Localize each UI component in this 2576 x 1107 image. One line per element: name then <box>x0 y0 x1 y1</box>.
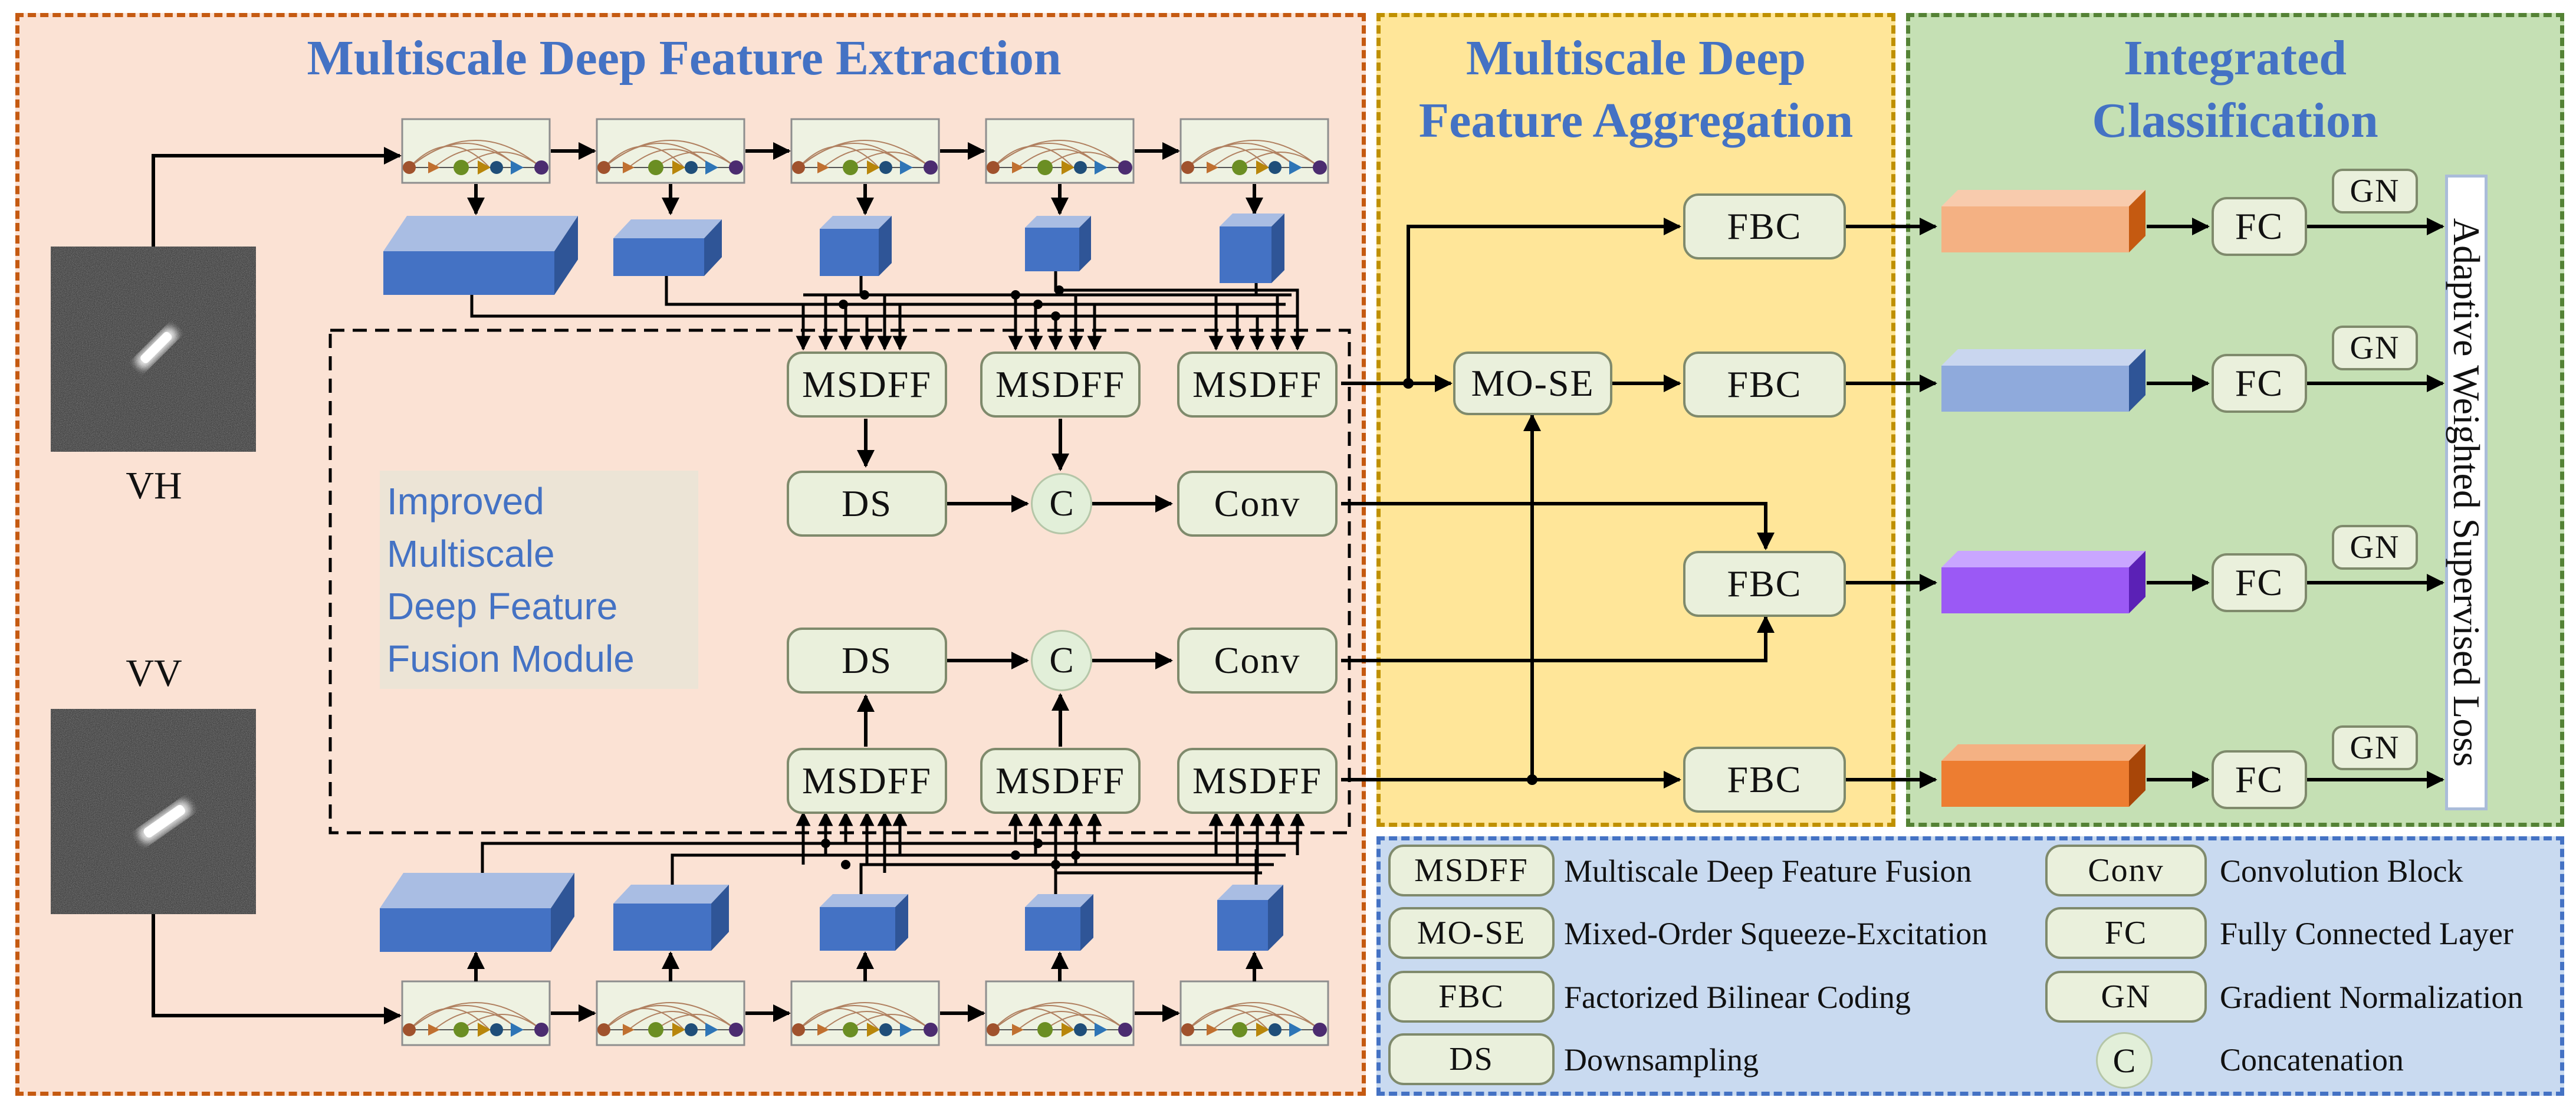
backbone-block-vh-5 <box>1179 118 1329 184</box>
mose-block: MO-SE <box>1453 352 1612 415</box>
fusion-module-label-line3: Deep Feature <box>387 585 618 628</box>
legend-abbr-conv: Conv <box>2045 845 2207 896</box>
legend-abbr-ds: DS <box>1388 1033 1555 1085</box>
concat-node-top: C <box>1031 473 1092 534</box>
branch-bar-2 <box>1941 349 2145 412</box>
fc-block-4: FC <box>2212 750 2307 809</box>
msdff-block-top-2: MSDFF <box>980 352 1141 418</box>
fusion-module-label-line1: Improved <box>387 480 544 523</box>
legend-desc-mose: Mixed-Order Squeeze-Excitation <box>1564 916 1988 951</box>
adaptive-loss-box: Adaptive Weighted Supervised Loss <box>2445 175 2488 810</box>
legend-abbr-mose: MO-SE <box>1388 907 1555 959</box>
feature-cubes-vv <box>380 873 1283 952</box>
legend-desc-fc: Fully Connected Layer <box>2220 916 2513 951</box>
branch-bar-4 <box>1941 744 2145 807</box>
backbone-block-vv-4 <box>985 980 1135 1046</box>
msdff-block-bottom-1: MSDFF <box>787 748 947 814</box>
legend-desc-concat: Concatenation <box>2220 1042 2404 1078</box>
fbc-block-4: FBC <box>1683 747 1846 813</box>
fusion-module-border <box>328 329 1351 835</box>
conv-block-top: Conv <box>1177 471 1338 537</box>
legend-abbr-fc: FC <box>2045 907 2207 959</box>
legend-abbr-fbc: FBC <box>1388 971 1555 1023</box>
gn-tag-2: GN <box>2332 326 2418 370</box>
extraction-title: Multiscale Deep Feature Extraction <box>307 31 1062 86</box>
msdff-block-top-3: MSDFF <box>1177 352 1338 418</box>
vh-sar-image <box>51 247 256 452</box>
fbc-block-3: FBC <box>1683 551 1846 617</box>
backbone-block-vh-2 <box>596 118 745 184</box>
gn-tag-1: GN <box>2332 169 2418 213</box>
backbone-block-vv-1 <box>401 980 551 1046</box>
legend-desc-ds: Downsampling <box>1564 1042 1759 1078</box>
feature-cubes-vh <box>383 213 1284 295</box>
legend-abbr-msdff: MSDFF <box>1388 845 1555 896</box>
vh-label: VH <box>126 464 182 507</box>
vv-label: VV <box>126 652 182 695</box>
aggregation-title-line2: Feature Aggregation <box>1418 93 1854 148</box>
gn-tag-4: GN <box>2332 725 2418 770</box>
msdff-block-bottom-2: MSDFF <box>980 748 1141 814</box>
fbc-block-1: FBC <box>1683 193 1846 259</box>
fusion-module-label-line2: Multiscale <box>387 533 555 575</box>
ds-block-bottom: DS <box>787 628 947 694</box>
legend-desc-fbc: Factorized Bilinear Coding <box>1564 980 1911 1015</box>
msdff-block-bottom-3: MSDFF <box>1177 748 1338 814</box>
fc-block-1: FC <box>2212 197 2307 256</box>
backbone-block-vh-4 <box>985 118 1135 184</box>
backbone-block-vh-3 <box>790 118 940 184</box>
gn-tag-3: GN <box>2332 525 2418 570</box>
conv-block-bottom: Conv <box>1177 628 1338 694</box>
classification-title-line2: Classification <box>2092 93 2378 148</box>
fusion-module-label: Improved Multiscale Deep Feature Fusion … <box>380 471 698 689</box>
ds-block-top: DS <box>787 471 947 537</box>
legend-abbr-gn: GN <box>2045 971 2207 1023</box>
branch-bar-1 <box>1941 190 2145 252</box>
legend-abbr-concat: C <box>2096 1032 2153 1089</box>
branch-bar-3 <box>1941 551 2145 613</box>
fc-block-2: FC <box>2212 354 2307 413</box>
legend-panel <box>1376 836 2564 1096</box>
fusion-module-label-line4: Fusion Module <box>387 638 635 680</box>
aggregation-panel <box>1376 13 1895 827</box>
fc-block-3: FC <box>2212 553 2307 612</box>
vv-sar-image <box>51 709 256 914</box>
backbone-block-vh-1 <box>401 118 551 184</box>
aggregation-title-line1: Multiscale Deep <box>1466 31 1806 86</box>
legend-desc-msdff: Multiscale Deep Feature Fusion <box>1564 853 1972 889</box>
adaptive-loss-label: Adaptive Weighted Supervised Loss <box>2446 218 2488 767</box>
fbc-block-2: FBC <box>1683 352 1846 418</box>
backbone-block-vv-2 <box>596 980 745 1046</box>
concat-node-bottom: C <box>1031 630 1092 691</box>
legend-desc-gn: Gradient Normalization <box>2220 980 2524 1015</box>
classification-title-line1: Integrated <box>2124 31 2347 86</box>
legend-desc-conv: Convolution Block <box>2220 853 2463 889</box>
backbone-block-vv-3 <box>790 980 940 1046</box>
msdff-block-top-1: MSDFF <box>787 352 947 418</box>
backbone-block-vv-5 <box>1179 980 1329 1046</box>
